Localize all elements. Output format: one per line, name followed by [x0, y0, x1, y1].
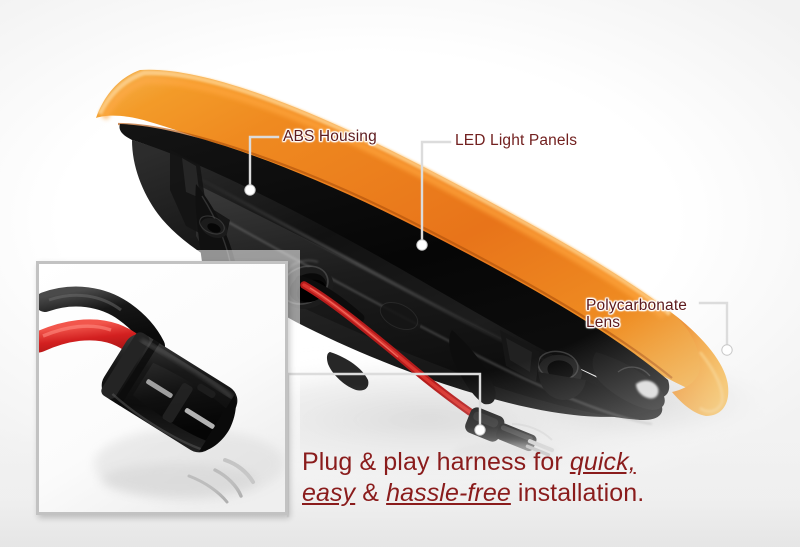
callout-dot-polycarbonate-lens — [721, 344, 733, 356]
inset-harness-connector-photo — [36, 261, 288, 515]
harness-caption: Plug & play harness for quick, easy & has… — [302, 447, 702, 508]
callout-dot-abs-housing — [244, 184, 256, 196]
callout-label-polycarbonate-lens: Polycarbonate Lens — [586, 297, 688, 332]
callout-dot-harness — [474, 424, 486, 436]
caption-text: installation. — [510, 478, 645, 507]
caption-emphasis: hassle-free — [386, 478, 511, 507]
caption-text: Plug & play harness for — [302, 448, 570, 476]
caption-text: & — [355, 478, 387, 507]
callout-label-led-light-panels: LED Light Panels — [455, 132, 578, 149]
caption-emphasis: quick, — [569, 448, 636, 476]
caption-emphasis: easy — [302, 478, 356, 507]
callout-dot-led-panels — [416, 239, 428, 251]
callout-label-abs-housing: ABS Housing — [283, 128, 377, 145]
